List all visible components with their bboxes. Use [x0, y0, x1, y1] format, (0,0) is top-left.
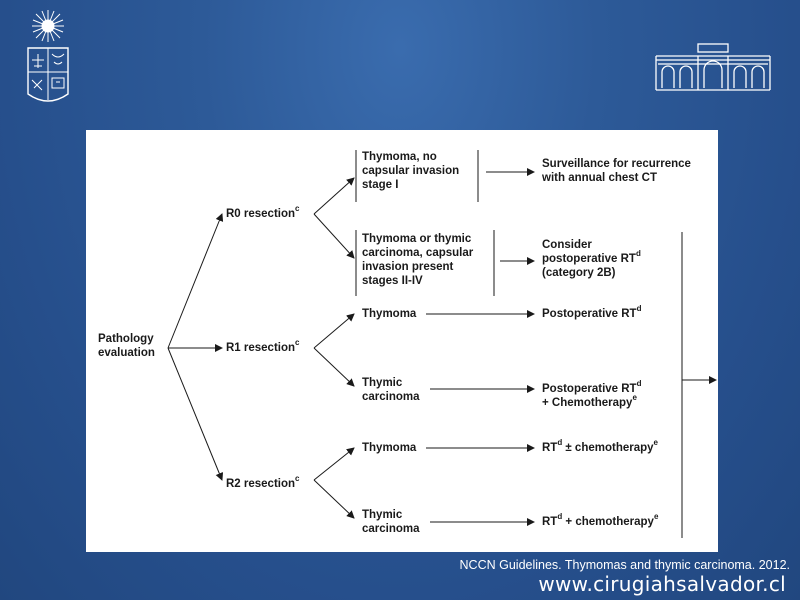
node-label-line: Thymic [362, 509, 403, 521]
footnote-marker: d [635, 249, 641, 259]
footnote-marker: c [295, 204, 300, 214]
arrow-root-r2 [167, 347, 224, 481]
footnote-marker: e [653, 512, 659, 522]
node-label-line: evaluation [98, 347, 155, 359]
footnote-marker: c [295, 474, 300, 484]
node-r0-resection: R0 resectionc [226, 204, 300, 221]
outcome-line: Surveillance for recurrence [542, 158, 691, 170]
node-r2-resection: R2 resectionc [226, 474, 300, 491]
citation-text: NCCN Guidelines. Thymomas and thymic car… [459, 558, 790, 572]
outcome-line: Postoperative RTd [542, 379, 642, 396]
outcome-line: Consider [542, 239, 592, 251]
node-r0-thymoma-stage2-4: Thymoma or thymic carcinoma, capsular in… [362, 232, 473, 288]
footnote-marker: d [557, 438, 563, 448]
node-label-line: stage I [362, 179, 399, 191]
node-label-line: invasion present [362, 261, 454, 273]
outcome-text: postoperative RT [542, 253, 636, 265]
arrow-root-r0 [167, 213, 224, 349]
footnote-marker: d [557, 512, 563, 522]
footnote-marker: d [636, 379, 642, 389]
outcome-line: + Chemotherapye [542, 393, 641, 410]
outcome-line: postoperative RTd [542, 249, 641, 266]
node-label-line: Thymoma, no [362, 151, 437, 163]
arrow-r0-box1 [313, 177, 355, 215]
flowchart-connectors [167, 150, 717, 538]
node-r1-thymic-carcinoma: Thymic carcinoma [362, 376, 420, 404]
node-label-line: Thymoma or thymic [362, 233, 472, 245]
node-label-line: carcinoma, capsular [362, 247, 474, 259]
treatment-flowchart: Pathology evaluation R0 resectionc R1 re… [86, 130, 718, 552]
node-r1-thymoma: Thymoma [362, 307, 416, 321]
node-label-line: capsular invasion [362, 165, 460, 177]
university-crest-icon [22, 8, 74, 113]
arrow-r0-box2 [313, 213, 355, 259]
outcome-text: ± chemotherapy [562, 442, 654, 454]
node-r0-thymoma-stage1: Thymoma, no capsular invasion stage I [362, 150, 459, 192]
node-r2-thymoma: Thymoma [362, 441, 416, 455]
outcome-text: + chemotherapy [562, 516, 654, 528]
node-pathology-evaluation: Pathology evaluation [98, 332, 155, 360]
node-r2-thymic-carcinoma: Thymic carcinoma [362, 508, 420, 536]
node-label-line: Thymoma [362, 442, 417, 454]
arrow-r1-thymoma [313, 313, 355, 349]
outcome-surveillance: Surveillance for recurrence with annual … [542, 157, 691, 185]
node-r1-resection: R1 resectionc [226, 338, 300, 355]
website-url: www.cirugiahsalvador.cl [538, 572, 786, 596]
outcome-postop-rt-chemo: Postoperative RTd + Chemotherapye [542, 379, 642, 410]
outcome-postop-rt: Postoperative RTd [542, 304, 642, 321]
footnote-marker: d [636, 304, 642, 314]
outcome-rt-plusminus-chemo: RTd ± chemotherapye [542, 438, 658, 455]
node-label-line: stages II-IV [362, 275, 423, 287]
arrow-r1-carcinoma [313, 347, 355, 387]
footnote-marker: e [653, 438, 658, 448]
node-label: R2 resection [226, 478, 296, 490]
footnote-marker: c [295, 338, 300, 348]
outcome-text: + Chemotherapy [542, 397, 633, 409]
arrow-r2-thymoma [313, 447, 355, 481]
outcome-line: (category 2B) [542, 267, 616, 279]
node-label: R1 resection [226, 342, 296, 354]
outcome-text: RT [542, 516, 558, 528]
node-label-line: carcinoma [362, 523, 420, 535]
outcome-line: with annual chest CT [542, 172, 658, 184]
arrow-r2-carcinoma [313, 479, 355, 519]
outcome-text: RT [542, 442, 558, 454]
node-label-line: Thymoma [362, 308, 417, 320]
footnote-marker: e [632, 393, 637, 403]
outcome-text: Postoperative RT [542, 308, 637, 320]
hospital-building-icon [652, 42, 774, 99]
outcome-rt-plus-chemo: RTd + chemotherapye [542, 512, 659, 529]
outcome-text: Postoperative RT [542, 383, 637, 395]
node-label-line: Pathology [98, 333, 154, 345]
node-label: R0 resection [226, 208, 296, 220]
node-label-line: carcinoma [362, 391, 420, 403]
node-label-line: Thymic [362, 377, 403, 389]
outcome-consider-postop-rt: Consider postoperative RTd (category 2B) [542, 238, 641, 280]
